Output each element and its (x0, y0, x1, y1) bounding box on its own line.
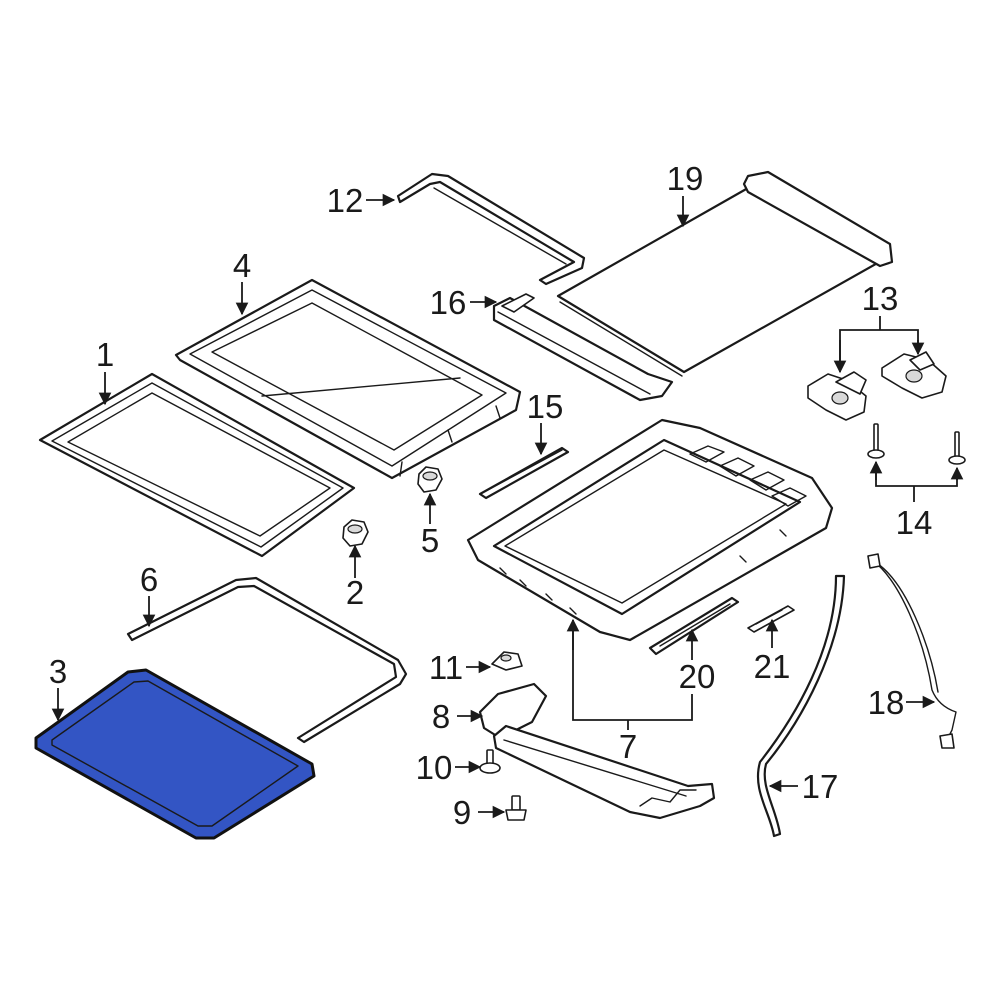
callout-21: 21 (754, 618, 791, 685)
callout-4: 4 (233, 247, 251, 316)
callout-8: 8 (432, 698, 484, 735)
part-5-nut[interactable] (417, 466, 443, 493)
callout-10: 10 (416, 749, 482, 786)
svg-text:19: 19 (667, 160, 704, 197)
part-3-seal-highlighted[interactable] (34, 668, 316, 840)
part-19-sunshade[interactable] (556, 170, 894, 377)
callout-12: 12 (327, 182, 396, 219)
callout-11: 11 (429, 649, 492, 686)
callout-3: 3 (49, 653, 67, 722)
callout-1: 1 (96, 336, 114, 406)
callout-20: 20 (679, 628, 716, 695)
part-4-glass-panel-frame[interactable] (174, 278, 522, 480)
part-8-track-assembly[interactable] (478, 682, 716, 820)
callout-9: 9 (453, 794, 506, 831)
part-13-motors[interactable] (807, 351, 947, 421)
part-18-wire-harness[interactable] (867, 553, 957, 749)
part-6-seal[interactable] (126, 576, 408, 744)
svg-text:2: 2 (346, 574, 364, 611)
svg-text:5: 5 (421, 522, 439, 559)
callout-18: 18 (868, 684, 936, 721)
part-9-bolt[interactable] (505, 795, 527, 821)
callout-2: 2 (346, 544, 364, 611)
callout-17: 17 (768, 768, 839, 805)
callout-19: 19 (667, 160, 704, 228)
callout-14: 14 (869, 460, 964, 541)
part-1-glass-panel[interactable] (38, 372, 356, 558)
part-2-nut[interactable] (342, 519, 369, 547)
svg-text:16: 16 (430, 284, 467, 321)
svg-text:13: 13 (862, 280, 899, 317)
svg-text:14: 14 (896, 504, 933, 541)
part-14-bolts[interactable] (867, 423, 966, 465)
svg-text:6: 6 (140, 561, 158, 598)
svg-text:21: 21 (754, 648, 791, 685)
svg-text:11: 11 (429, 649, 463, 686)
svg-text:1: 1 (96, 336, 114, 373)
svg-text:18: 18 (868, 684, 905, 721)
svg-text:17: 17 (802, 768, 839, 805)
part-12-guide-rail[interactable] (396, 172, 586, 286)
svg-text:4: 4 (233, 247, 251, 284)
part-17-drain-hose[interactable] (756, 574, 846, 838)
callout-7: 7 (566, 618, 693, 765)
part-16-deflector-rail[interactable] (492, 293, 674, 402)
callout-5: 5 (421, 492, 439, 559)
part-21-clip[interactable] (747, 605, 795, 633)
callout-6: 6 (140, 561, 158, 628)
svg-text:8: 8 (432, 698, 450, 735)
svg-text:20: 20 (679, 658, 716, 695)
callout-15: 15 (527, 388, 564, 456)
svg-text:3: 3 (49, 653, 67, 690)
callout-16: 16 (430, 284, 498, 321)
part-15-drain-strip[interactable] (478, 446, 570, 500)
part-20-bracket[interactable] (648, 596, 740, 656)
svg-text:12: 12 (327, 182, 364, 219)
part-7-sunroof-frame[interactable] (466, 418, 834, 642)
part-11-clip[interactable] (491, 651, 523, 671)
svg-text:10: 10 (416, 749, 453, 786)
part-10-bolt[interactable] (479, 749, 501, 774)
callout-13: 13 (833, 280, 925, 374)
svg-text:7: 7 (619, 728, 637, 765)
svg-text:15: 15 (527, 388, 564, 425)
svg-text:9: 9 (453, 794, 471, 831)
